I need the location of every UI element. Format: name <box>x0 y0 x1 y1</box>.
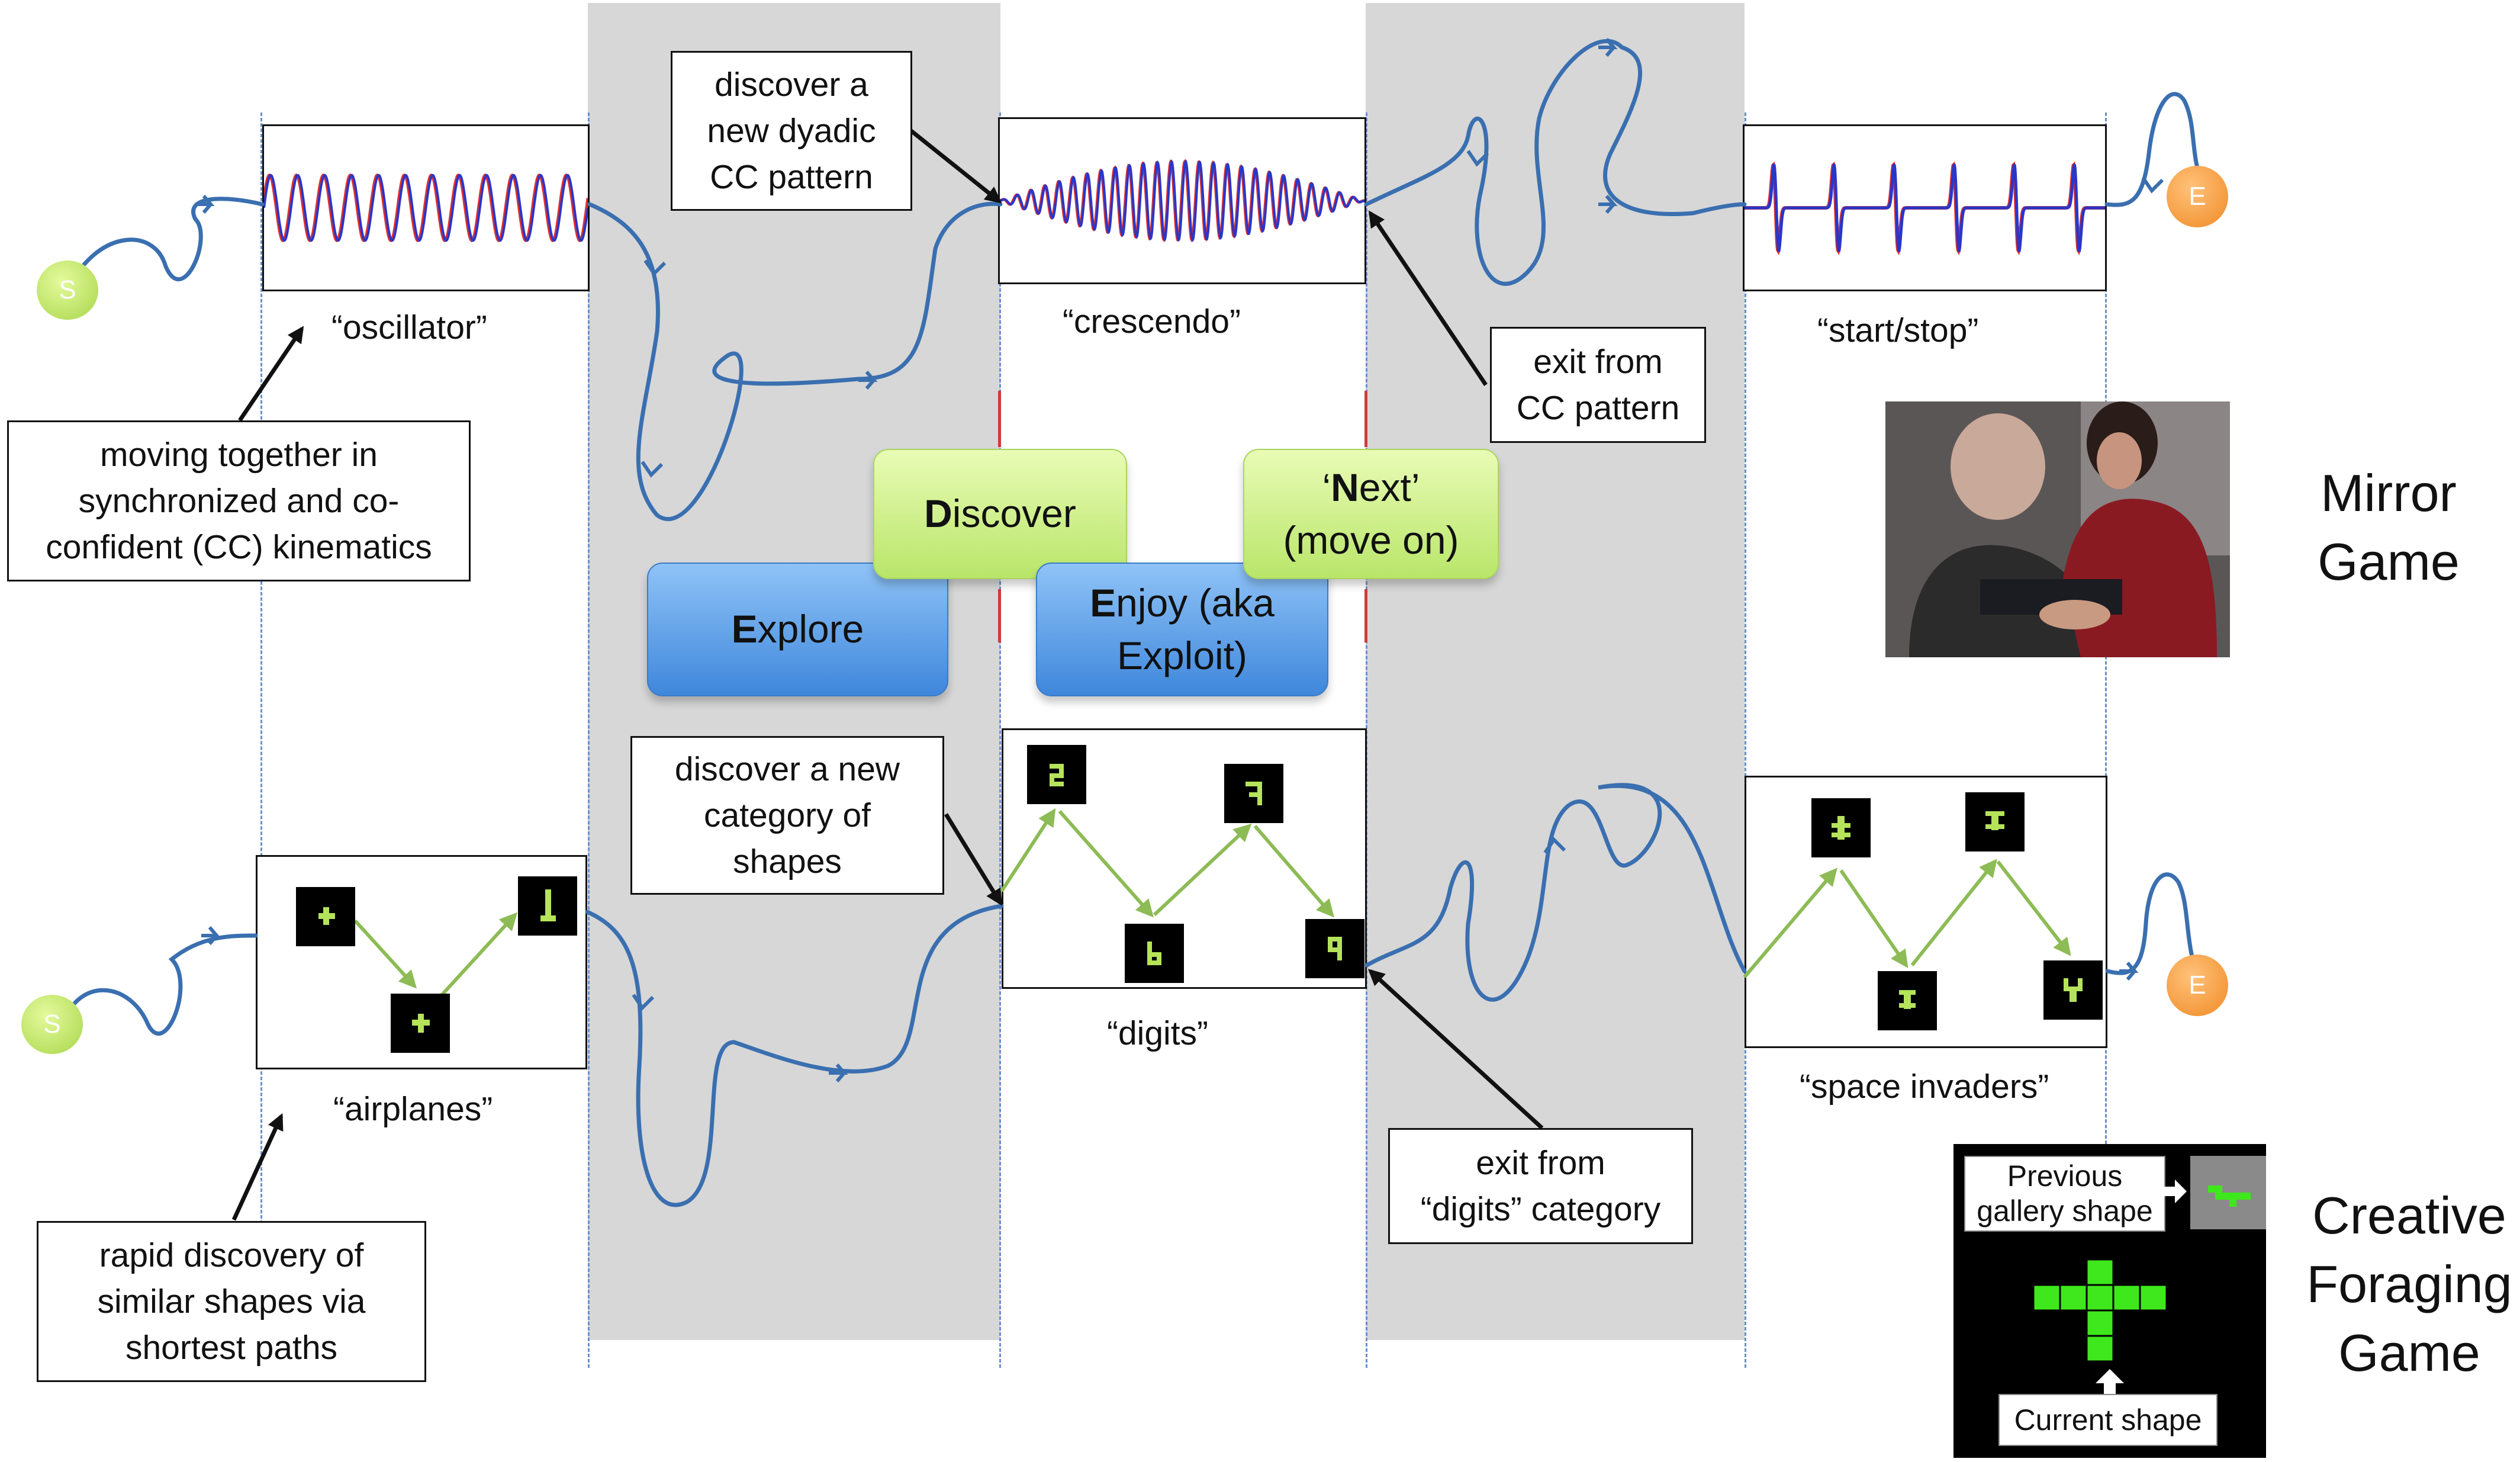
enjoy-phase-label: Enjoy (aka Exploit) <box>1036 563 1328 696</box>
callout-arrow <box>231 1113 284 1221</box>
phase-divider <box>260 113 262 1368</box>
digits-caption: “digits” <box>1107 1014 1209 1052</box>
shape-path <box>1839 869 1908 968</box>
foraging-game-title: Creative Foraging Game <box>2306 1186 2512 1383</box>
shape-tile <box>518 876 577 936</box>
foraging-game-screenshot: Previous gallery shape Current shape <box>1953 1144 2266 1458</box>
callout-arrow <box>238 326 304 422</box>
next-phase-label: ‘Next’ (move on) <box>1243 449 1499 579</box>
shape-tiles <box>296 745 2103 1053</box>
mirror-game-title: Mirror Game <box>2318 464 2460 592</box>
crescendo-caption: “crescendo” <box>1063 303 1241 340</box>
callout-arrow <box>1368 210 1488 386</box>
phase-boundary-mark <box>1364 589 1367 642</box>
shape-path <box>1058 810 1154 918</box>
arrow-right-icon <box>2163 1180 2187 1203</box>
discover-category-callout: discover a new category of shapes <box>630 736 944 895</box>
shape-path <box>1000 808 1056 892</box>
shape-path <box>1743 867 1837 978</box>
phase-divider <box>588 113 590 1368</box>
mirror-start-node: S <box>37 261 98 320</box>
callout-arrow <box>944 813 1002 906</box>
current-shape <box>2033 1259 2168 1363</box>
trajectory-arrowheads <box>195 38 2164 1082</box>
phase-boundary-mark <box>998 589 1001 642</box>
shape-tile <box>2043 960 2103 1020</box>
explore-phase-label: Explore <box>647 563 948 696</box>
mirror-trajectory <box>66 38 2204 522</box>
oscillator-caption: “oscillator” <box>332 309 487 346</box>
shape-tile <box>1878 971 1937 1030</box>
airplanes-caption: “airplanes” <box>333 1090 493 1128</box>
mirror-game-photo <box>1885 401 2230 657</box>
previous-shape-tile <box>2190 1156 2266 1229</box>
mirror-end-node: E <box>2167 166 2228 227</box>
exit-pattern-callout: exit from CC pattern <box>1490 327 1706 443</box>
callout-arrow <box>909 128 1002 204</box>
shape-tile <box>1811 798 1871 857</box>
shape-path <box>1996 860 2071 956</box>
shape-tile <box>1125 924 1184 983</box>
shape-path <box>1253 825 1334 918</box>
phase-divider <box>2105 113 2107 1368</box>
shape-path <box>1153 823 1252 917</box>
foraging-trajectory <box>63 783 2202 1207</box>
discover-pattern-callout: discover a new dyadic CC pattern <box>671 51 912 211</box>
space-invaders-caption: “space invaders” <box>1800 1068 2049 1106</box>
arrow-up-icon <box>2096 1369 2124 1394</box>
next-phase-band <box>1366 3 1745 1340</box>
shape-tile <box>391 994 450 1053</box>
previous-shape-label: Previous gallery shape <box>1964 1156 2165 1232</box>
synchronized-callout: moving together in synchronized and co- … <box>7 420 471 581</box>
shape-path <box>353 919 417 989</box>
shape-tile <box>1224 764 1283 823</box>
callout-arrow <box>1367 969 1544 1130</box>
shape-path <box>1910 859 1997 966</box>
phase-boundary-mark <box>1364 391 1367 447</box>
shape-tile <box>1305 919 1364 978</box>
phase-divider <box>999 113 1001 1368</box>
exit-category-callout: exit from “digits” category <box>1388 1128 1693 1244</box>
rapid-discovery-callout: rapid discovery of similar shapes via sh… <box>37 1221 426 1382</box>
start-stop-caption: “start/stop” <box>1817 311 1979 349</box>
phase-boundary-mark <box>998 391 1001 447</box>
shape-tile <box>296 887 355 946</box>
start-stop-plot <box>1743 124 2107 291</box>
foraging-start-node: S <box>21 995 83 1054</box>
foraging-end-node: E <box>2167 955 2228 1016</box>
shape-tile <box>1965 792 2025 852</box>
oscillator-plot <box>262 124 590 291</box>
crescendo-plot <box>998 117 1366 284</box>
discover-phase-label: Discover <box>873 449 1127 579</box>
current-shape-label: Current shape <box>1998 1394 2218 1446</box>
shape-tile <box>1027 745 1086 804</box>
phase-divider <box>1745 113 1746 1368</box>
